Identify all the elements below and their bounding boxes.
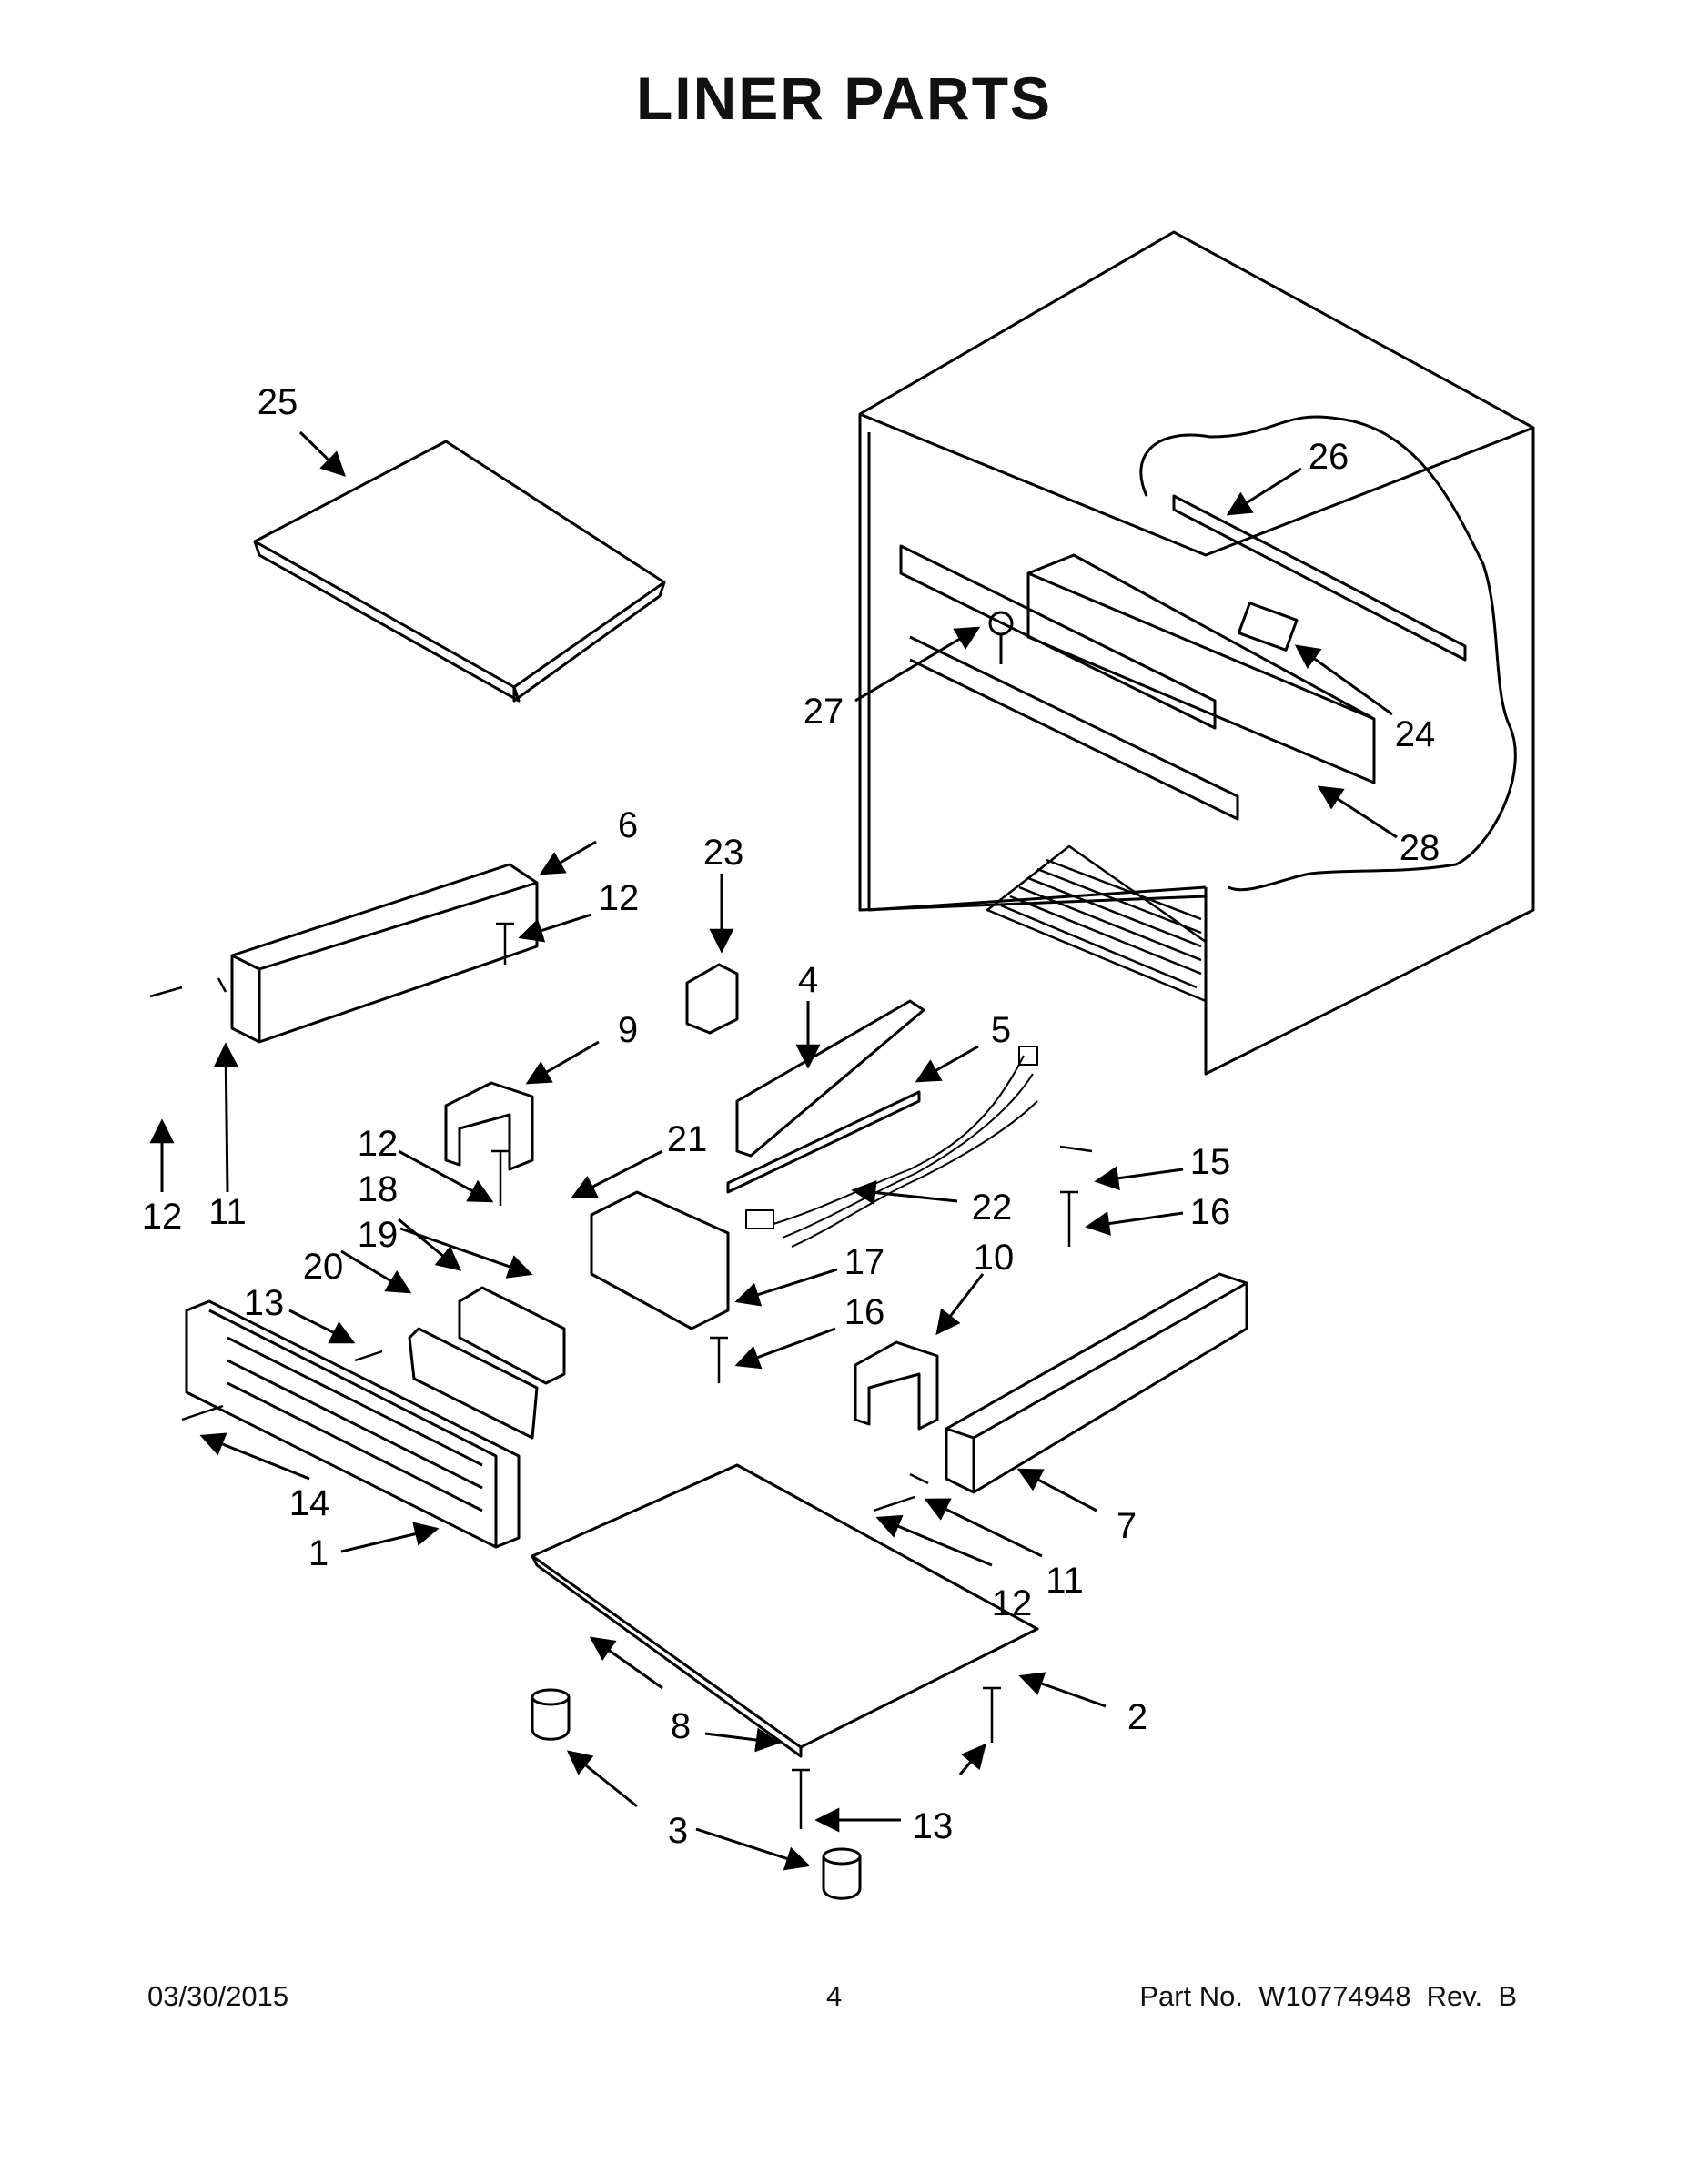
callout-18: 18 [358, 1169, 399, 1209]
callout-16b: 16 [844, 1292, 885, 1332]
callout-15: 15 [1190, 1142, 1231, 1182]
callout-12c: 12 [358, 1124, 399, 1164]
callout-2: 2 [1127, 1697, 1147, 1737]
vent-grille-liner [986, 844, 1208, 1003]
callout-labels: 25 26 27 24 28 6 12 23 4 9 5 11 12 12 21… [142, 382, 1440, 1851]
callout-11b: 11 [1046, 1561, 1084, 1601]
part-9-bracket [444, 1081, 534, 1171]
callout-20: 20 [303, 1247, 344, 1287]
part-17-housing [590, 1190, 730, 1330]
callout-22: 22 [972, 1188, 1013, 1228]
callout-14: 14 [289, 1483, 330, 1523]
part-7-bracket [945, 1272, 1248, 1494]
callout-12b: 12 [142, 1197, 183, 1237]
callout-12d: 12 [992, 1583, 1033, 1623]
callout-28: 28 [1400, 828, 1440, 868]
part-3-leveling-foot-2 [822, 1847, 862, 1900]
footer-part-number: Part No. W10774948 Rev. B [1139, 1980, 1517, 2012]
callout-13a: 13 [244, 1283, 285, 1323]
callout-9: 9 [618, 1010, 638, 1050]
callout-13b: 13 [913, 1806, 954, 1846]
leader-arrows [149, 430, 1398, 1871]
callout-26: 26 [1309, 437, 1349, 477]
callout-8: 8 [671, 1706, 691, 1746]
callout-25: 25 [258, 382, 298, 422]
callout-23: 23 [703, 833, 744, 873]
part-1-grille [185, 1299, 521, 1549]
callout-24: 24 [1395, 714, 1436, 754]
part-4-bar [735, 999, 925, 1158]
callout-1: 1 [308, 1533, 329, 1573]
page-title: LINER PARTS [635, 65, 1053, 132]
part-22-wire-harness [745, 1046, 1038, 1248]
part-10-bracket [854, 1340, 939, 1431]
callout-11a: 11 [208, 1192, 247, 1232]
part-25-cover [253, 440, 666, 703]
callout-5: 5 [991, 1010, 1011, 1050]
callout-17: 17 [844, 1242, 885, 1282]
part-19-control-board [458, 1286, 566, 1385]
screws [149, 922, 1093, 1829]
callout-6: 6 [618, 805, 638, 845]
callout-7: 7 [1117, 1506, 1137, 1546]
footer-page-number: 4 [826, 1980, 843, 2012]
callout-4: 4 [798, 960, 818, 1000]
callout-16a: 16 [1190, 1192, 1231, 1232]
callout-21: 21 [667, 1119, 708, 1159]
part-2-base-plate [531, 1463, 1039, 1758]
footer-date: 03/30/2015 [147, 1980, 289, 2012]
part-5-strip [726, 1090, 921, 1194]
part-23-clip [685, 963, 739, 1035]
callout-27: 27 [804, 692, 844, 732]
part-6-bracket [230, 863, 539, 1044]
callout-10: 10 [974, 1238, 1015, 1278]
cabinet-liner [858, 230, 1535, 1076]
part-20-panel [408, 1327, 539, 1440]
callout-19: 19 [358, 1215, 399, 1255]
callout-3: 3 [668, 1811, 688, 1851]
callout-12a: 12 [599, 878, 640, 918]
part-3-leveling-foot [531, 1688, 571, 1741]
